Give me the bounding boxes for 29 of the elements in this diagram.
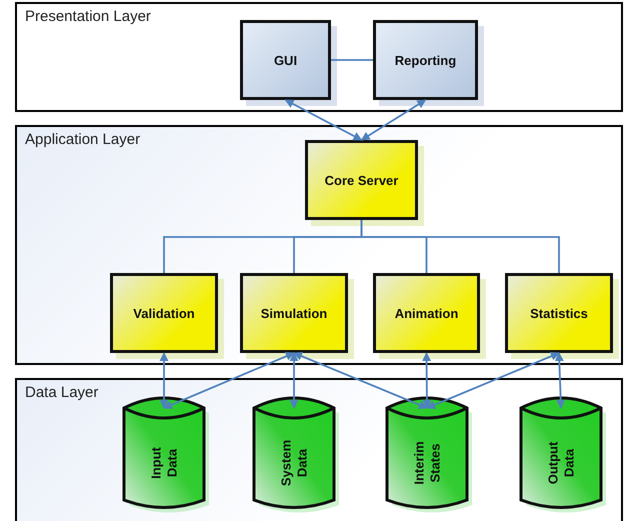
layer-title: Data Layer [25, 384, 98, 401]
process-box [110, 273, 218, 353]
box-label: GUI [274, 52, 298, 68]
connector [163, 352, 295, 409]
connector [290, 352, 298, 409]
box-label: Reporting [394, 52, 456, 68]
connector [426, 352, 560, 410]
connector [360, 220, 560, 273]
layer-title: Presentation Layer [25, 8, 151, 25]
layer-panel [15, 378, 623, 521]
box-label: Animation [394, 306, 458, 320]
layer-title: Application Layer [25, 131, 140, 148]
process-box [305, 140, 418, 220]
process-box [240, 273, 348, 353]
connector [331, 59, 373, 61]
connector [360, 99, 426, 141]
connector [160, 352, 168, 409]
layer-panel [15, 2, 623, 112]
connector [293, 352, 428, 410]
connector [422, 352, 432, 409]
process-box [373, 273, 480, 353]
box-label: Core Server [324, 172, 398, 188]
connector [284, 99, 362, 141]
process-box [505, 273, 613, 353]
box-label: Statistics [530, 306, 588, 320]
box-label: Simulation [260, 306, 328, 320]
layer-panel [15, 125, 623, 365]
box-label: Validation [133, 306, 195, 320]
connector [554, 352, 566, 409]
